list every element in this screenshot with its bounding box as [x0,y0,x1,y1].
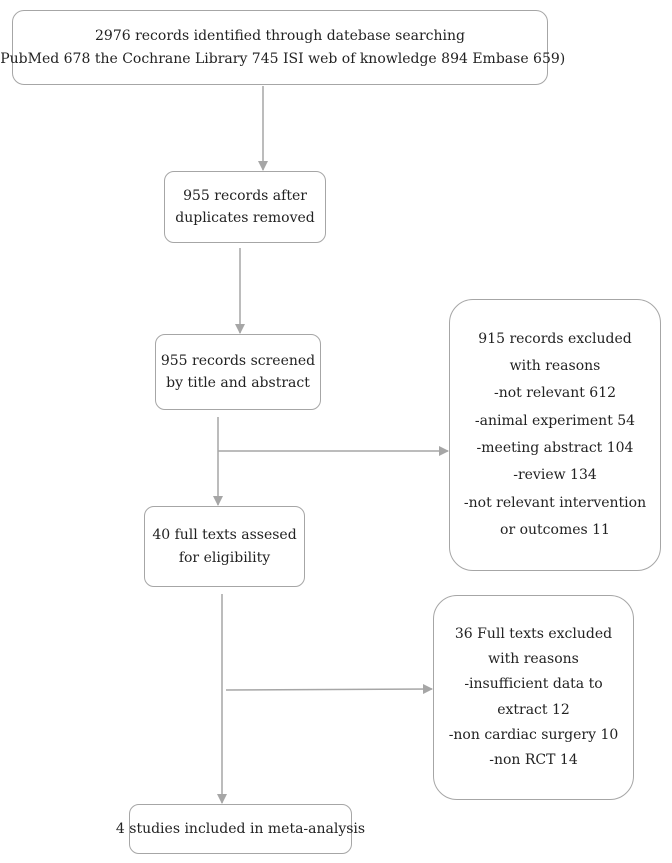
box-line: -insufficient data to [464,676,603,693]
box-line: -animal experiment 54 [474,412,636,429]
studies-included-box: 4 studies included in meta-analysis [116,804,365,854]
box-line: -review 134 [513,467,597,484]
full-texts-excluded-box: 36 Full texts excluded with reasons -ins… [433,595,634,800]
records-excluded-box: 915 records excluded with reasons -not r… [449,299,661,571]
box-line: extract 12 [497,701,570,718]
box-line: -meeting abstract 104 [476,440,634,456]
duplicates-removed-box: 955 records after duplicates removed [164,171,326,243]
box-line: 915 records excluded [478,330,632,347]
box-line: -not relevant intervention [463,494,647,511]
box-line: with reasons [509,358,601,375]
box-line: 36 Full texts excluded [454,625,613,642]
box-line: 40 full texts assesed [152,527,297,544]
box-line: 955 records after [183,187,307,204]
box-line: -non RCT 14 [489,751,578,768]
box-line: by title and abstract [166,375,310,391]
full-texts-assessed-box: 40 full texts assesed for eligibility [144,506,305,587]
box-line: 4 studies included in meta-analysis [115,820,366,837]
box-line: or outcomes 11 [500,521,610,538]
records-screened-box: 955 records screened by title and abstra… [155,334,321,410]
box-line: with reasons [488,651,579,668]
box-line: 2976 records identified through datebase… [95,28,465,45]
box-line: for eligibility [178,549,271,566]
box-line: (PubMed 678 the Cochrane Library 745 ISI… [0,50,566,67]
box-line: duplicates removed [175,210,315,226]
box-line: -not relevant 612 [493,385,617,402]
arrow-to-excluded-fulltexts [225,684,433,695]
box-line: 955 records screened [160,352,316,369]
box-line: -non cardiac surgery 10 [448,726,619,743]
records-identified-box: 2976 records identified through datebase… [0,10,565,85]
